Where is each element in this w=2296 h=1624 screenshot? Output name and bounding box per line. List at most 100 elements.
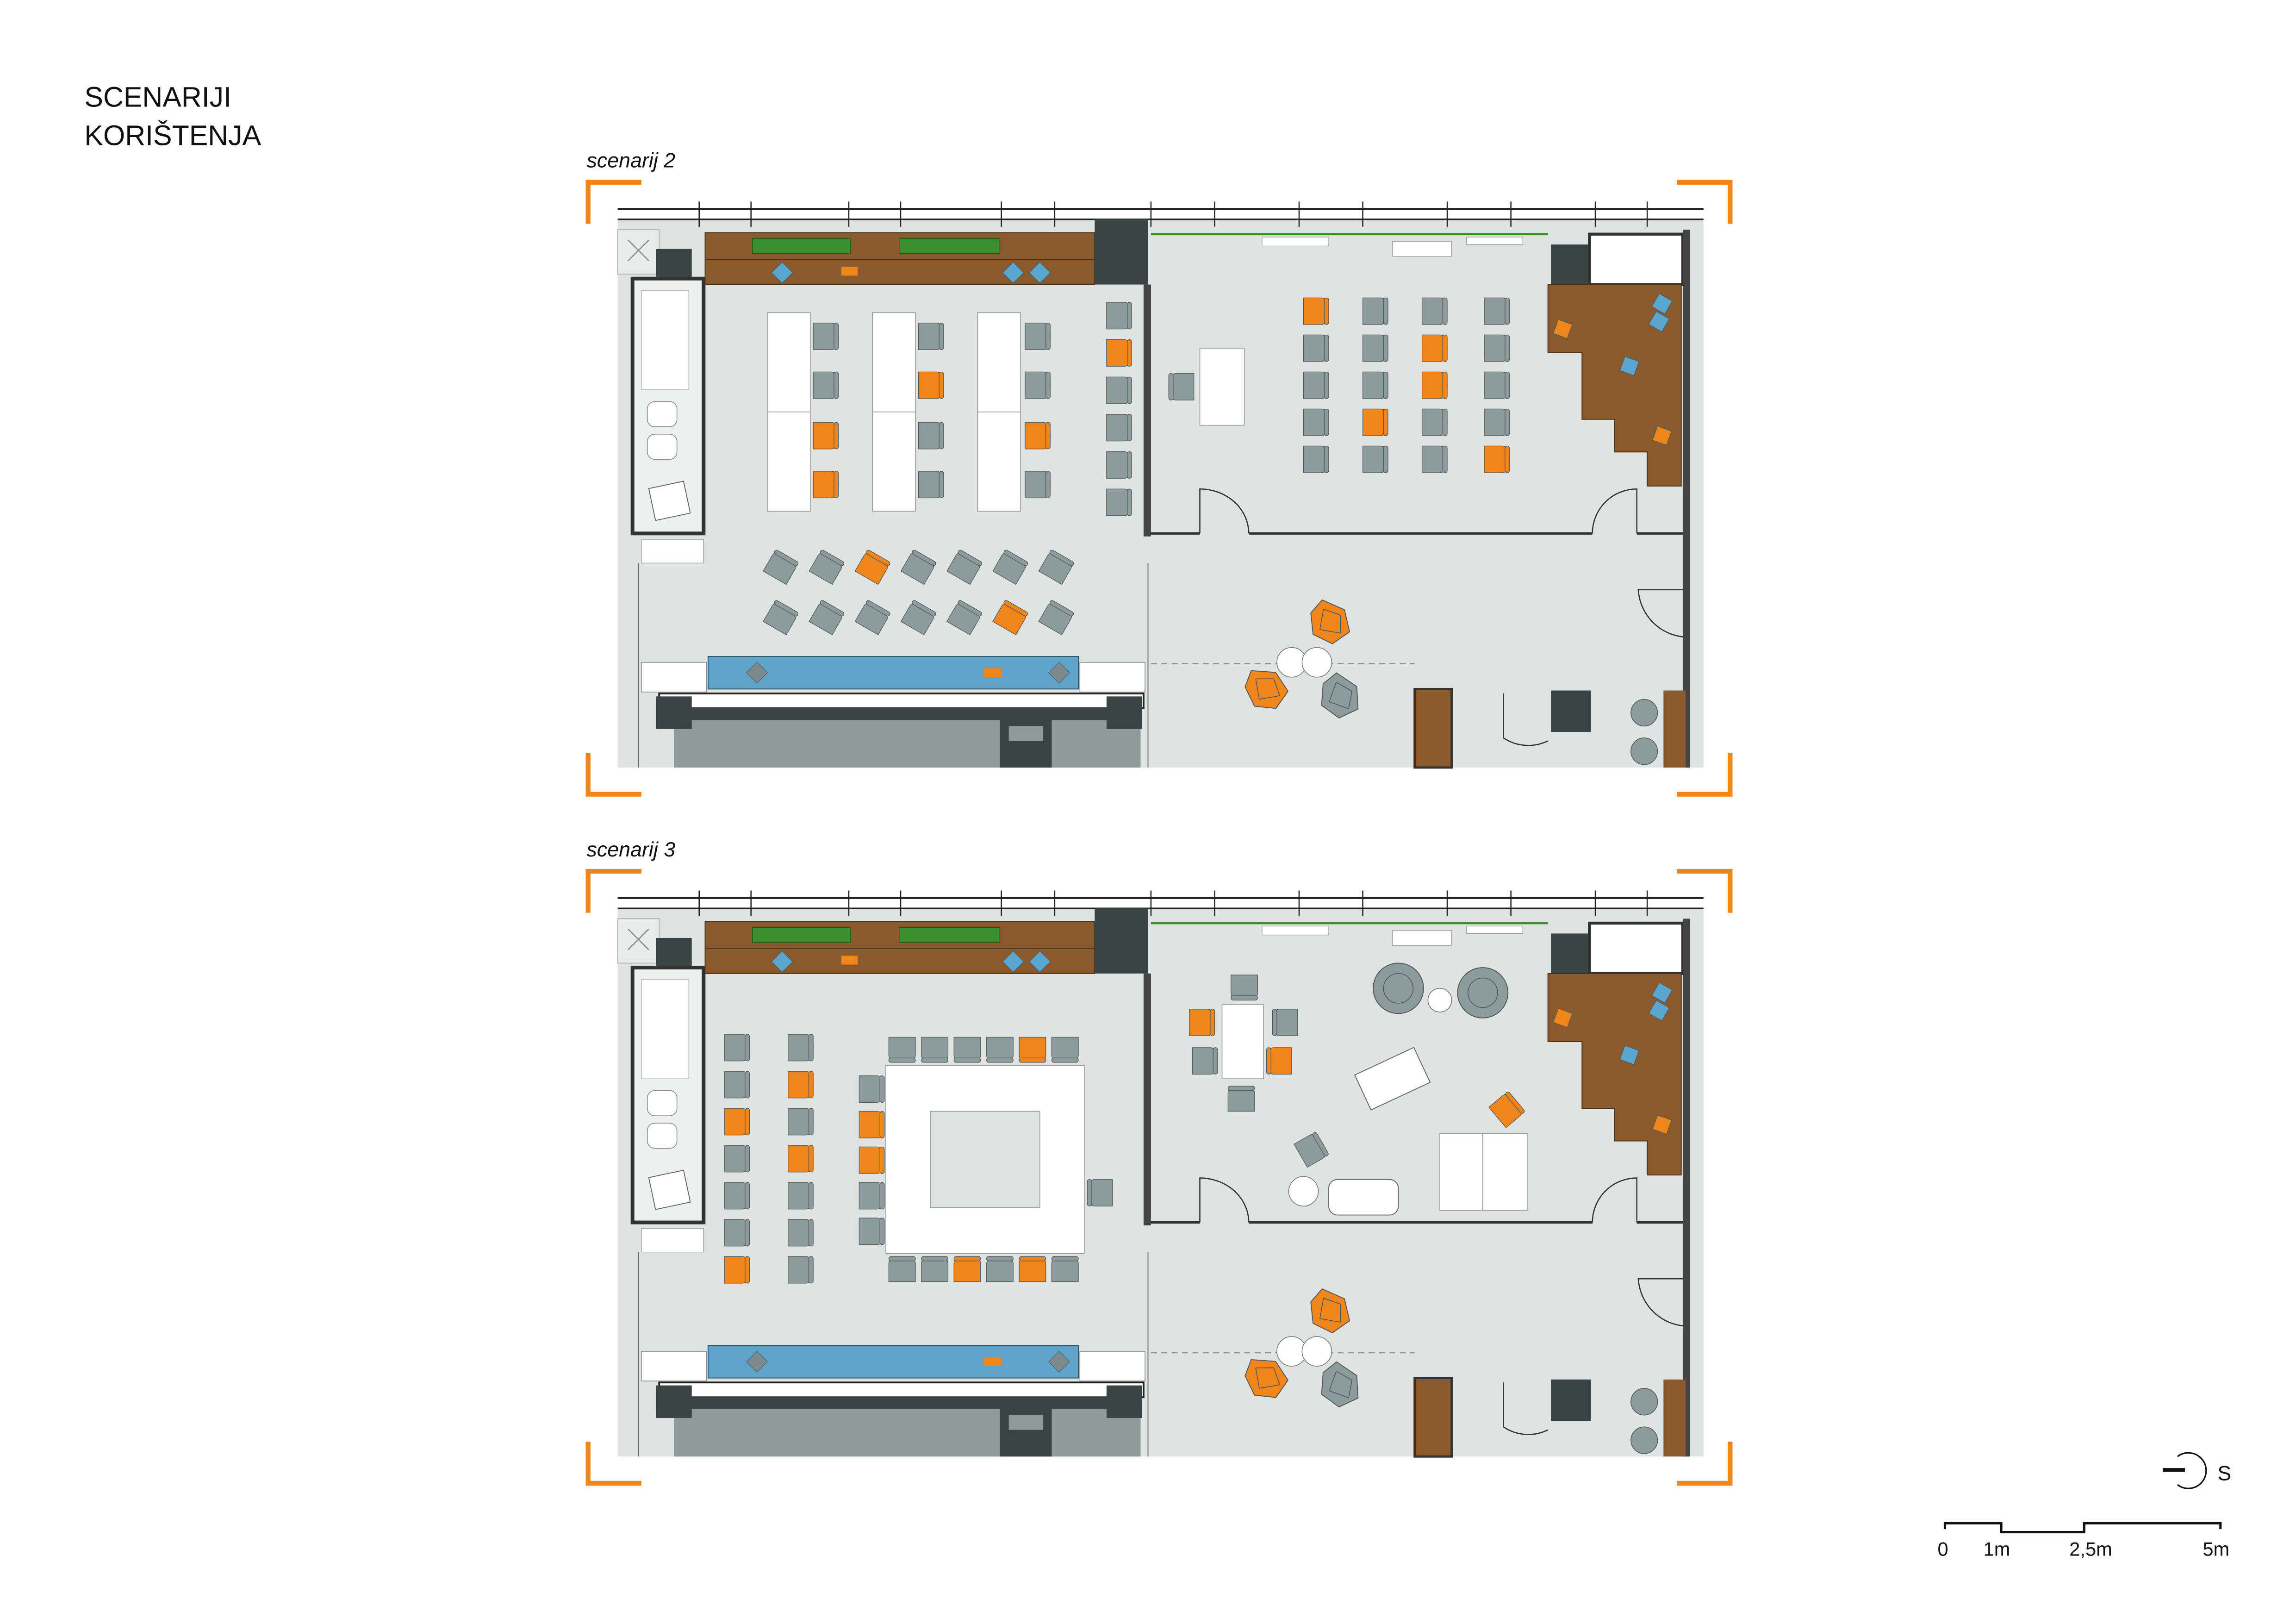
presenter-table xyxy=(1199,348,1245,426)
scale-tick-5m: 5m xyxy=(2203,1538,2229,1560)
chair-back xyxy=(808,1256,814,1284)
paper-stack-icon xyxy=(648,481,691,521)
planter-plants xyxy=(752,927,851,943)
planter-plants xyxy=(898,238,1001,254)
chair-back xyxy=(912,550,936,566)
partition-wall xyxy=(1143,973,1151,1225)
chair xyxy=(854,600,890,636)
side-table-icon xyxy=(1427,988,1452,1012)
door-swing-icon xyxy=(1199,1177,1250,1223)
chair-back xyxy=(1168,373,1174,400)
shaft xyxy=(617,229,660,275)
chair xyxy=(1362,408,1388,436)
cushion-icon xyxy=(771,262,793,284)
chair xyxy=(1362,445,1388,473)
u-shaped-conference-table xyxy=(885,1065,1085,1254)
cushion-icon xyxy=(1619,1045,1639,1065)
shelf xyxy=(1466,237,1523,245)
chair-back xyxy=(921,1256,949,1262)
scale-bar: 0 1m 2,5m 5m xyxy=(1937,1522,2229,1560)
chair xyxy=(900,600,936,636)
chair xyxy=(1484,334,1510,362)
stool-icon xyxy=(1630,699,1658,727)
chair-back xyxy=(1324,408,1329,436)
cushion-icon xyxy=(841,956,858,965)
chair xyxy=(1051,1256,1079,1282)
table xyxy=(767,412,811,512)
shaft xyxy=(641,1351,707,1381)
chair xyxy=(1192,1047,1218,1075)
lounge-chair xyxy=(1244,1359,1289,1398)
chair-back xyxy=(1383,408,1388,436)
chair xyxy=(921,1256,949,1282)
chair-back xyxy=(808,1108,814,1136)
cushion-icon xyxy=(1048,662,1070,684)
elevator-shaft xyxy=(1000,1406,1052,1457)
chair-back xyxy=(1442,371,1448,399)
chair xyxy=(1362,371,1388,399)
chair-back xyxy=(1049,600,1074,617)
wood-wardrobe xyxy=(1413,687,1453,769)
chair xyxy=(1303,445,1329,473)
chair-back xyxy=(1210,1009,1215,1036)
chair xyxy=(859,1182,885,1210)
chair xyxy=(1025,471,1051,499)
column xyxy=(1095,219,1148,285)
scale-tick-2-5m: 2,5m xyxy=(2069,1538,2112,1560)
chair-back xyxy=(958,600,982,617)
chair xyxy=(1421,334,1448,362)
chair xyxy=(854,550,890,585)
chair xyxy=(788,1256,814,1284)
column xyxy=(1551,690,1591,732)
lounge-chair xyxy=(1321,1361,1359,1408)
sofa xyxy=(1328,1179,1399,1216)
chair-back xyxy=(1266,1047,1271,1075)
chair xyxy=(1019,1037,1046,1063)
chair-back xyxy=(1383,297,1388,325)
cushion-icon xyxy=(1651,982,1673,1003)
exterior-wall xyxy=(1682,918,1690,1457)
chair xyxy=(918,371,944,399)
chair-back xyxy=(745,1219,750,1247)
door-swing-icon xyxy=(1199,488,1250,534)
chair xyxy=(724,1034,750,1062)
chair-back xyxy=(745,1071,750,1099)
chair-back xyxy=(939,471,944,499)
chair-back xyxy=(1019,1256,1046,1262)
stool-icon xyxy=(1630,737,1658,765)
cushion-icon xyxy=(1652,425,1672,446)
blue-bench xyxy=(707,656,1079,690)
lounge-chair-seat xyxy=(1328,1371,1353,1399)
chair xyxy=(788,1145,814,1173)
chair xyxy=(921,1037,949,1063)
chair-back xyxy=(888,1057,916,1063)
round-lounge-chair xyxy=(1457,967,1509,1018)
cushion-icon xyxy=(841,267,858,276)
door-swing-icon xyxy=(1503,1382,1549,1435)
work-table xyxy=(1439,1133,1528,1211)
chair-back xyxy=(865,600,890,617)
chair xyxy=(1362,334,1388,362)
elevator-shaft-inner xyxy=(1008,1415,1043,1430)
chair xyxy=(918,471,944,499)
cushion-icon xyxy=(1002,950,1024,973)
chair-back xyxy=(1272,1009,1277,1036)
chair xyxy=(813,323,839,350)
chair xyxy=(1106,414,1132,442)
cushion-icon xyxy=(1553,1008,1573,1028)
lounge-chair xyxy=(1310,599,1350,644)
stool-icon xyxy=(647,1090,678,1116)
door-swing-icon xyxy=(1637,589,1689,638)
chair xyxy=(953,1037,981,1063)
chair-back xyxy=(1127,302,1132,330)
frame-corner xyxy=(585,868,641,913)
chair xyxy=(724,1108,750,1136)
chair xyxy=(763,550,798,585)
chair xyxy=(813,422,839,450)
table xyxy=(872,412,916,512)
chair xyxy=(1106,451,1132,479)
chair xyxy=(1484,445,1510,473)
scale-tick-1m: 1m xyxy=(1984,1538,2010,1560)
chair-back xyxy=(953,1256,981,1262)
chair-back xyxy=(912,600,936,617)
